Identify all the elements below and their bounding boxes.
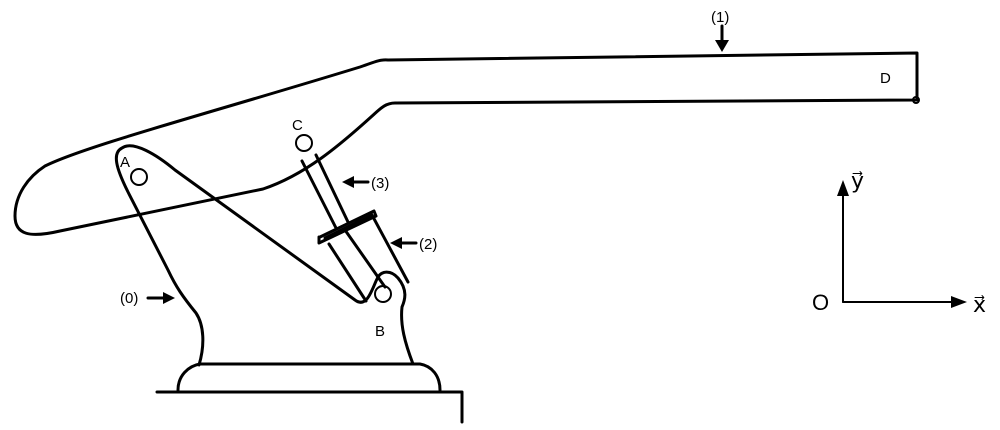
pivot-b xyxy=(374,285,392,303)
ground-line xyxy=(155,390,464,424)
y-axis-arrowhead xyxy=(837,180,849,196)
cylinder-2-tube xyxy=(323,213,387,289)
label-part-3: (3) xyxy=(371,175,389,192)
arrow-0-head xyxy=(163,292,175,304)
piston-3-rod xyxy=(300,153,350,230)
base-pedestal xyxy=(176,362,442,392)
label-point-b: B xyxy=(375,323,385,340)
frame-0-body xyxy=(114,144,415,367)
label-part-0: (0) xyxy=(120,290,138,307)
arm-1-body xyxy=(13,51,919,236)
pivot-c xyxy=(295,134,313,152)
label-axis-y: y⃗ xyxy=(851,168,864,193)
label-part-2: (2) xyxy=(419,236,437,253)
label-part-1: (1) xyxy=(711,9,729,26)
arrow-1-head xyxy=(715,40,729,52)
label-axis-x: x⃗ xyxy=(973,292,986,317)
point-d-marker xyxy=(912,96,920,104)
cylinder-rod-lower xyxy=(327,213,410,303)
arrow-3-head xyxy=(342,176,354,188)
piston-plate xyxy=(317,209,378,245)
label-point-a: A xyxy=(120,154,130,171)
label-origin: O xyxy=(812,290,829,315)
label-point-c: C xyxy=(292,117,303,134)
label-point-d: D xyxy=(880,70,891,87)
pivot-a xyxy=(130,168,148,186)
x-axis-arrowhead xyxy=(951,296,967,308)
arrow-2-head xyxy=(390,237,402,249)
